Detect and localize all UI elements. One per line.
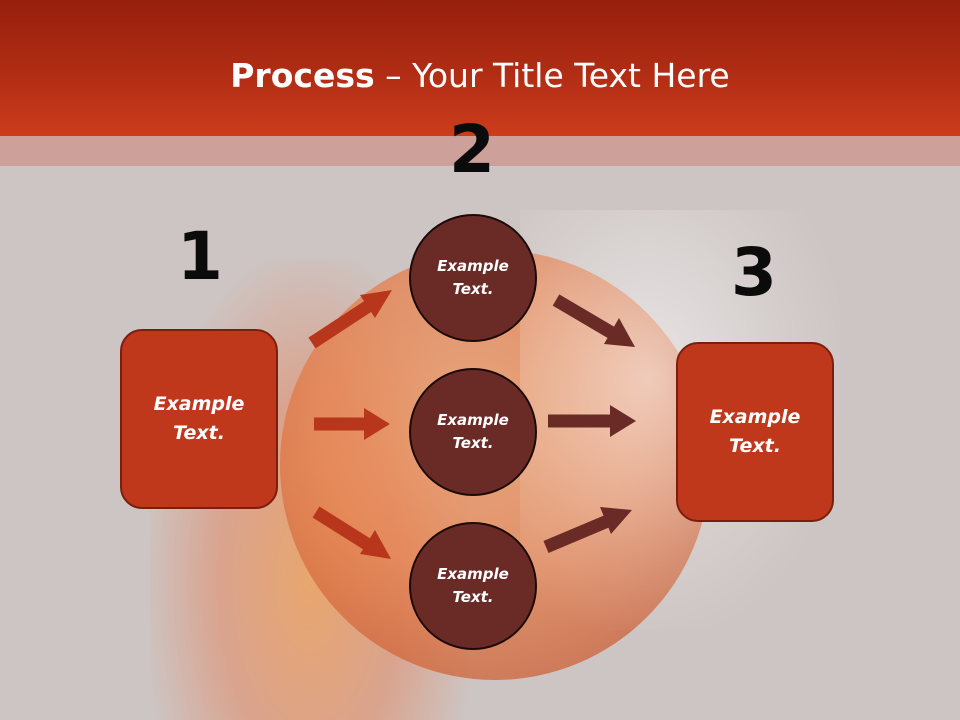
- circle-middle-line1: Example: [437, 411, 509, 429]
- left-box-line1: Example: [153, 393, 245, 415]
- circle-top-line1: Example: [437, 257, 509, 275]
- title-bold: Process: [230, 56, 375, 95]
- circle-step-middle[interactable]: Example Text.: [409, 368, 537, 496]
- circle-bottom-line1: Example: [437, 565, 509, 583]
- step-number-1: 1: [177, 218, 223, 295]
- title-rest: – Your Title Text Here: [374, 56, 730, 95]
- left-box-line2: Text.: [173, 422, 225, 444]
- arrow-right-red: [314, 408, 390, 440]
- right-box-line1: Example: [709, 406, 801, 428]
- arrow-down-right-brown: [552, 294, 635, 347]
- arrow-up-right-red: [308, 290, 392, 349]
- step-number-3: 3: [731, 234, 777, 311]
- header-bar: [0, 0, 960, 136]
- arrow-up-right-brown: [543, 507, 632, 553]
- circle-step-bottom[interactable]: Example Text.: [409, 522, 537, 650]
- circle-bottom-line2: Text.: [452, 588, 494, 606]
- right-box-line2: Text.: [729, 435, 781, 457]
- right-text-box[interactable]: Example Text.: [676, 342, 834, 522]
- circle-middle-line2: Text.: [452, 434, 494, 452]
- arrow-right-brown: [548, 405, 636, 437]
- circle-step-top[interactable]: Example Text.: [409, 214, 537, 342]
- header-shadow-band: [0, 136, 960, 166]
- step-number-2: 2: [449, 111, 495, 188]
- circle-top-line2: Text.: [452, 280, 494, 298]
- slide-title: Process – Your Title Text Here: [0, 56, 960, 96]
- arrow-down-right-red: [312, 506, 391, 559]
- left-text-box[interactable]: Example Text.: [120, 329, 278, 509]
